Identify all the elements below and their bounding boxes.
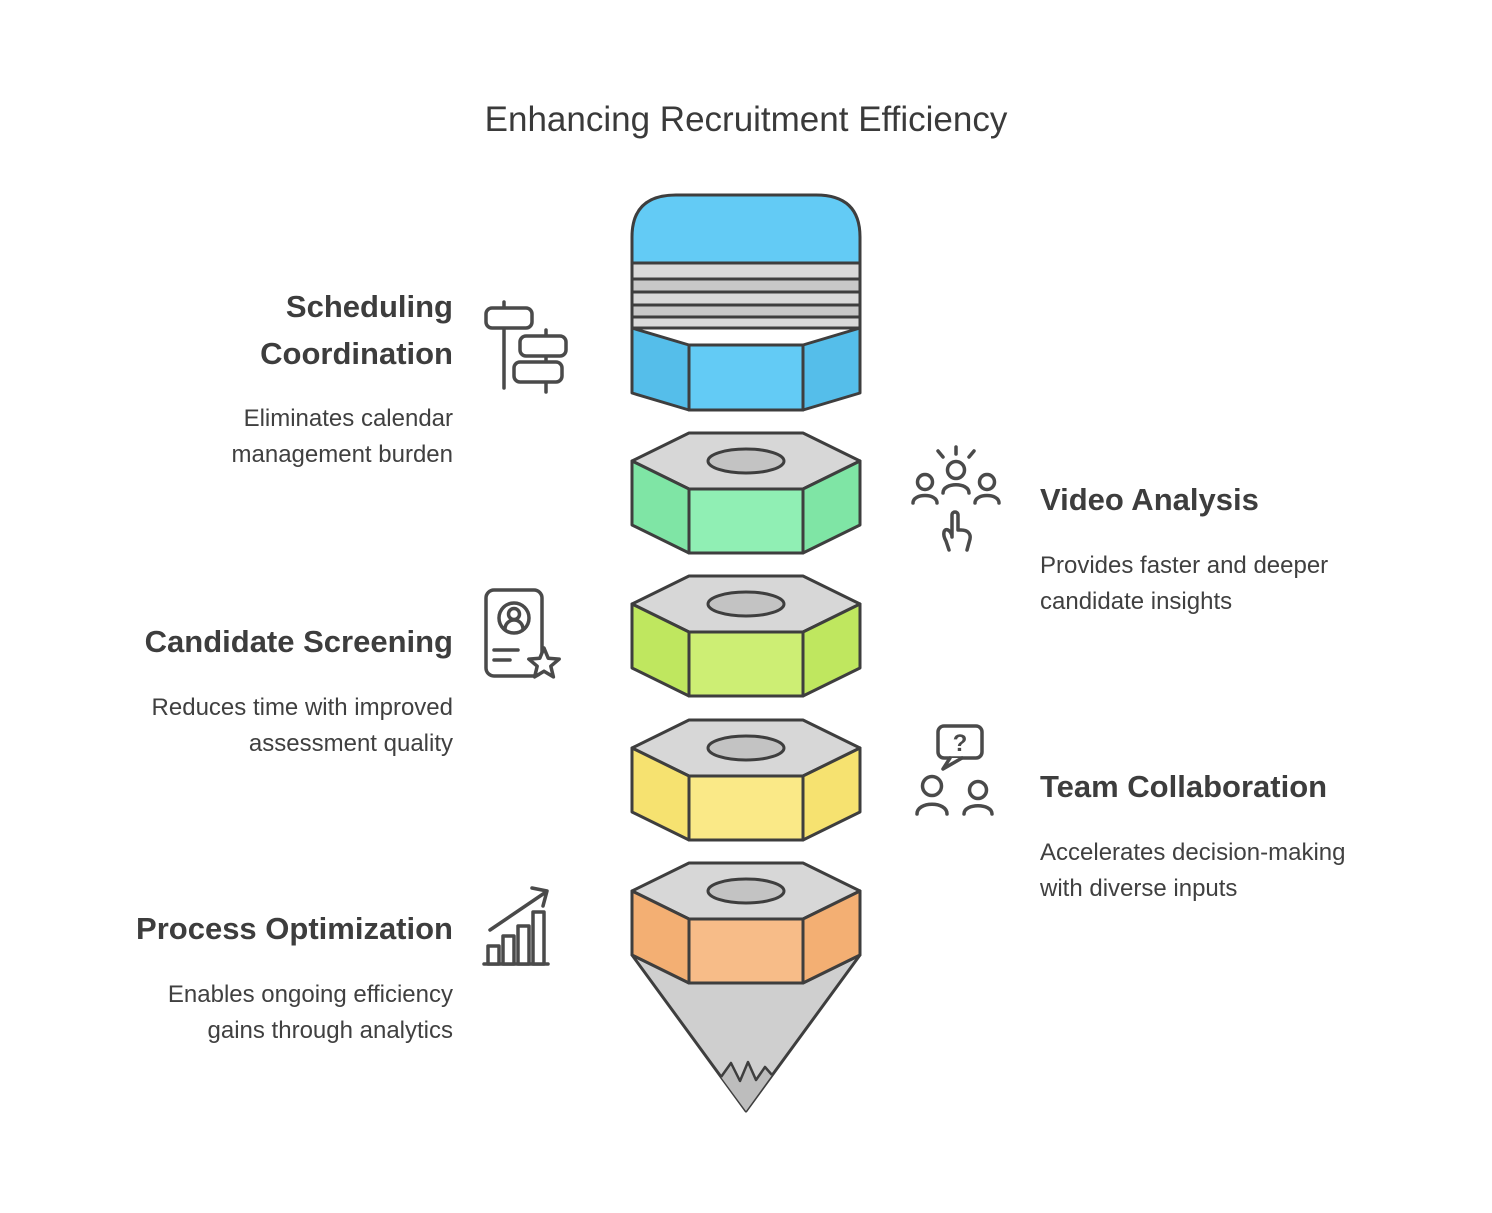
growth-chart-icon (482, 886, 550, 966)
person-shoulders-right (962, 804, 994, 816)
item-optimization: Process Optimization Enables ongoing eff… (123, 906, 453, 1049)
trend-arrow-line (488, 890, 548, 932)
segment-top-cap (630, 193, 862, 265)
collar-band (630, 290, 862, 307)
chart-bar (516, 924, 531, 966)
funnel-segment-scheduling (630, 193, 862, 412)
spark-ray (967, 449, 976, 459)
avatar-circle (497, 601, 531, 635)
gantt-bar (518, 334, 568, 358)
person-shoulders-left (911, 493, 939, 505)
audience-presenter-icon (911, 445, 1001, 552)
funnel-graphic (630, 193, 862, 1113)
item-optimization-description: Enables ongoing efficiency gains through… (167, 980, 453, 1044)
person-head-left (915, 472, 935, 492)
chat-people-icon: ? (915, 724, 994, 816)
speech-bubble-tail (941, 756, 964, 771)
collar-band (630, 277, 862, 294)
chart-bar (531, 910, 546, 966)
cone-crack-line (719, 1060, 773, 1083)
segment-hole (706, 590, 786, 618)
cone-tip (721, 1062, 772, 1111)
segment-hole (706, 734, 786, 762)
segment-collar-bands (630, 261, 862, 330)
segment-hole (706, 447, 786, 475)
segment-right-face (801, 746, 862, 842)
page-title: Enhancing Recruitment Efficiency (484, 100, 1008, 139)
item-collaboration: Team Collaboration Accelerates decision-… (1040, 764, 1390, 907)
segment-right-face (801, 602, 862, 698)
item-video-description: Provides faster and deeper candidate ins… (1040, 551, 1329, 615)
funnel-segment-video (630, 431, 862, 555)
segment-front-face (687, 343, 805, 412)
pointing-hand (942, 510, 972, 552)
segment-left-face (630, 326, 691, 412)
item-video: Video Analysis Provides faster and deepe… (1040, 477, 1380, 620)
segment-right-face (801, 889, 862, 985)
id-card-star-icon (484, 588, 561, 679)
chart-bar (501, 934, 516, 966)
item-optimization-title: Process Optimization (136, 911, 453, 946)
question-mark-glyph: ? (953, 730, 968, 757)
item-video-title: Video Analysis (1040, 482, 1259, 517)
item-scheduling-description: Eliminates calendar management burden (231, 405, 453, 468)
person-head-center (945, 459, 967, 481)
segment-hole (706, 877, 786, 905)
item-scheduling: Scheduling Coordination Eliminates calen… (203, 284, 453, 473)
person-shoulders-center (941, 483, 971, 495)
collar-band (630, 261, 862, 281)
funnel-segment-optimization (630, 861, 862, 985)
gantt-schedule-icon (484, 300, 568, 394)
segment-front-face (687, 774, 805, 842)
star-shape (527, 646, 561, 679)
collar-band (630, 303, 862, 319)
collar-band (630, 315, 862, 330)
avatar-shoulders (503, 618, 525, 631)
person-head-right (977, 472, 997, 492)
trend-arrow-head (530, 886, 549, 908)
gantt-bar (512, 360, 564, 384)
gantt-bar (484, 306, 534, 330)
item-screening: Candidate Screening Reduces time with im… (123, 619, 453, 762)
person-shoulders-left (915, 802, 949, 816)
item-screening-description: Reduces time with improved assessment qu… (151, 693, 453, 757)
segment-front-face (687, 487, 805, 555)
segment-front-face (687, 917, 805, 985)
funnel-segment-collaboration (630, 718, 862, 842)
item-collaboration-description: Accelerates decision-making with diverse… (1040, 838, 1346, 902)
spark-ray (936, 449, 945, 459)
segment-right-face (801, 326, 862, 412)
item-collaboration-title: Team Collaboration (1040, 769, 1328, 804)
item-screening-title: Candidate Screening (144, 624, 453, 659)
item-scheduling-title: Scheduling Coordination (260, 289, 453, 371)
segment-front-face (687, 630, 805, 698)
person-head-left (920, 774, 944, 798)
person-shoulders-right (973, 493, 1001, 505)
chart-bar (486, 944, 501, 966)
segment-right-face (801, 459, 862, 555)
person-head-right (967, 779, 989, 801)
funnel-segment-screening (630, 574, 862, 698)
